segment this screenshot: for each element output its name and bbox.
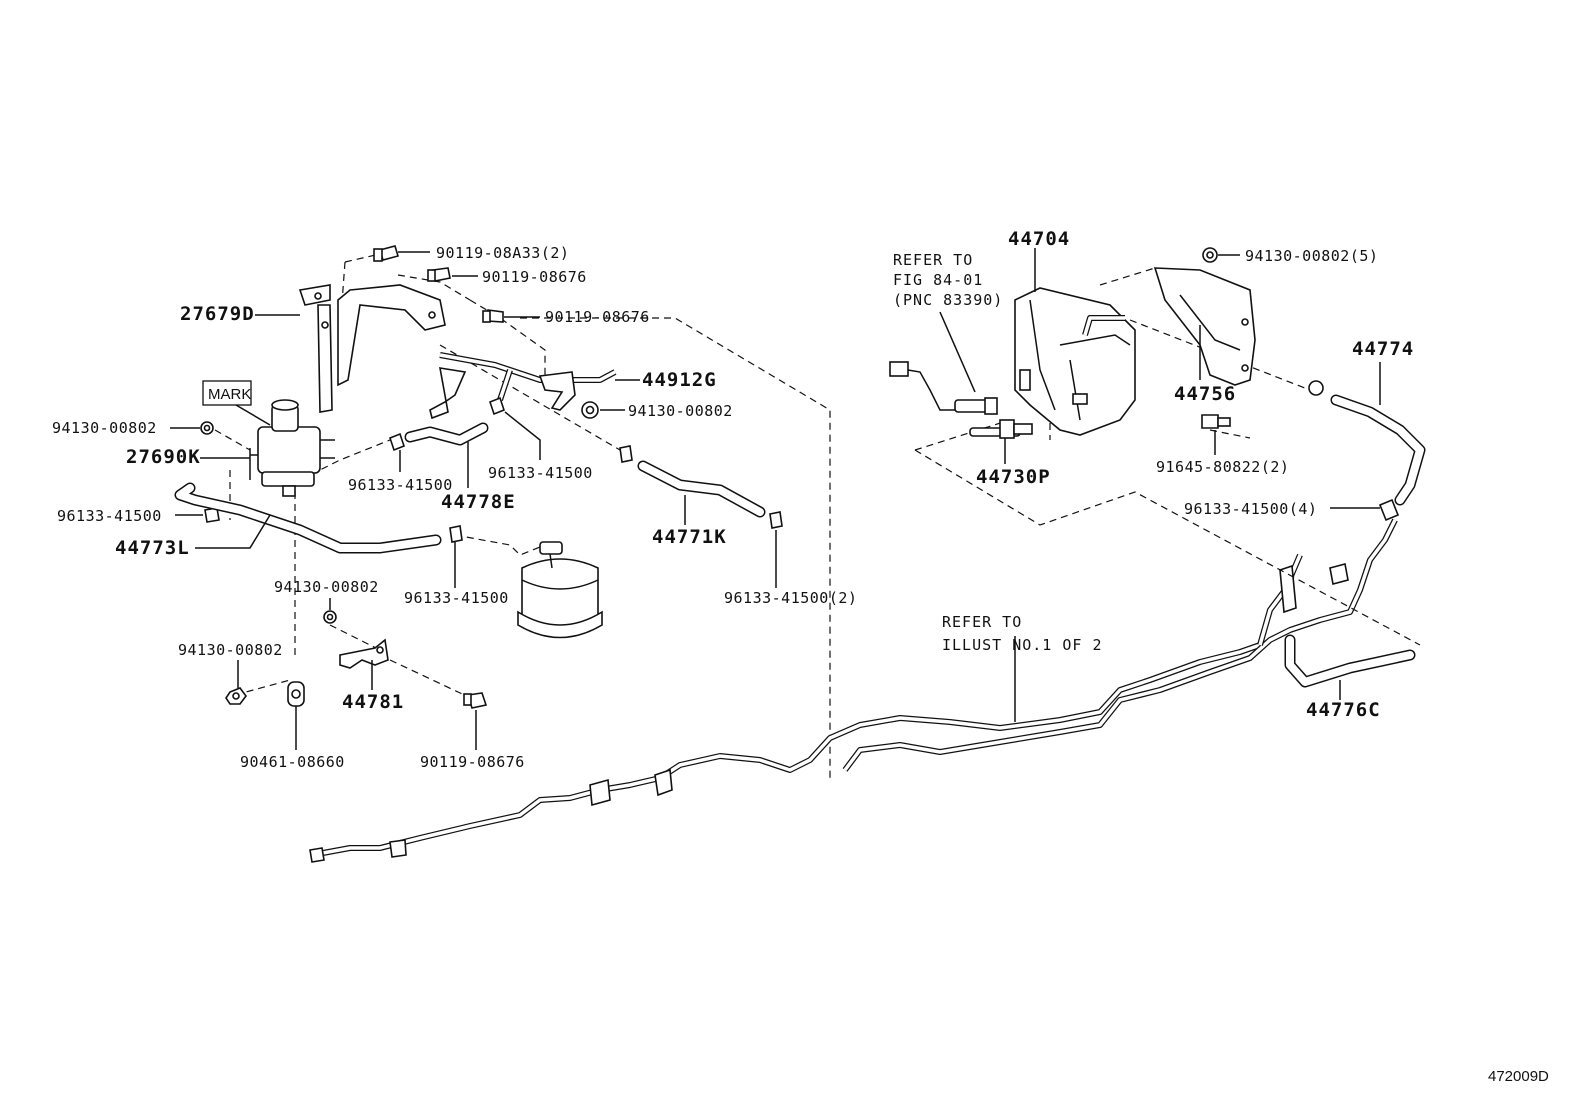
grommet-90461-08660[interactable] [287, 681, 305, 707]
figure-id: 472009D [1488, 1068, 1549, 1085]
bracket-27679d[interactable] [298, 284, 333, 413]
label-96133-41500-a: 96133-41500 [348, 476, 453, 494]
label-90461-08660: 90461-08660 [240, 753, 345, 771]
nut-94130-00802-c[interactable] [323, 610, 337, 624]
label-44771k: 44771K [652, 526, 727, 548]
label-refer-fig-1: REFER TO [893, 251, 973, 269]
pipe-bracket-44912g[interactable] [429, 352, 617, 420]
clip-96133-41500-a[interactable] [389, 432, 405, 452]
clip-96133-41500-b[interactable] [489, 396, 505, 416]
label-44774: 44774 [1352, 338, 1414, 360]
nut-94130-00802-5[interactable] [1202, 247, 1218, 263]
fuel-vapor-pipes[interactable] [309, 518, 1398, 863]
bolt-90119-08676-b[interactable] [482, 309, 504, 323]
leader-lines [170, 248, 1381, 750]
label-94130-00802-5: 94130-00802(5) [1245, 247, 1378, 265]
label-94130-00802-a: 94130-00802 [628, 402, 733, 420]
clip-96133-41500-f[interactable] [769, 511, 783, 529]
hose-44778e[interactable] [404, 422, 489, 446]
nut-94130-00802-b[interactable] [200, 421, 214, 435]
hose-44771k[interactable] [637, 460, 766, 518]
hose-44773l[interactable] [174, 482, 442, 554]
label-96133-41500-2: 96133-41500(2) [724, 589, 857, 607]
label-44756: 44756 [1174, 383, 1236, 405]
bracket-44781[interactable] [339, 638, 389, 669]
label-44912g: 44912G [642, 369, 717, 391]
bracket-upper[interactable] [337, 284, 446, 387]
vapor-tank-44704[interactable] [1014, 287, 1136, 436]
label-27690k: 27690K [126, 446, 201, 468]
label-96133-41500-b: 96133-41500 [488, 464, 593, 482]
label-refer-fig-2: FIG 84-01 [893, 271, 983, 289]
clip-96133-41500-e[interactable] [619, 445, 633, 463]
label-44730p: 44730P [976, 466, 1051, 488]
label-94130-00802-b: 94130-00802 [52, 419, 157, 437]
label-96133-41500-d: 96133-41500 [404, 589, 509, 607]
label-44781: 44781 [342, 691, 404, 713]
bolt-90119-08676-c[interactable] [463, 692, 488, 709]
label-96133-41500-c: 96133-41500 [57, 507, 162, 525]
label-refer-illust-2: ILLUST NO.1 OF 2 [942, 636, 1103, 654]
bolt-90119-08a33[interactable] [373, 245, 400, 262]
bolt-90119-08676-a[interactable] [427, 267, 451, 282]
label-96133-41500-4: 96133-41500(4) [1184, 500, 1317, 518]
label-mark: MARK [208, 386, 251, 403]
part-labels: 90119-08A33(2) 90119-08676 90119-08676 2… [52, 228, 1549, 1085]
mark-box [202, 380, 252, 406]
nut-94130-00802-d[interactable] [225, 687, 247, 705]
hose-44776c[interactable] [1284, 634, 1416, 688]
label-91645-80822-2: 91645-80822(2) [1156, 458, 1289, 476]
label-44776c: 44776C [1306, 699, 1381, 721]
hose-44774[interactable] [1308, 380, 1426, 506]
label-44773l: 44773L [115, 537, 190, 559]
nut-94130-00802-a[interactable] [581, 401, 599, 419]
right-group-boundary [914, 267, 1421, 646]
connector-harness[interactable] [889, 361, 998, 415]
label-27679d: 27679D [180, 303, 255, 325]
label-refer-fig-3: (PNC 83390) [893, 291, 1003, 309]
label-90119-08a33: 90119-08A33(2) [436, 244, 569, 262]
charcoal-canister[interactable] [517, 541, 603, 639]
clip-96133-41500-d[interactable] [449, 525, 463, 543]
clip-96133-41500-4[interactable] [1378, 498, 1400, 522]
label-90119-08676-a: 90119-08676 [482, 268, 587, 286]
bolt-91645-80822[interactable] [1201, 414, 1231, 429]
label-refer-illust-1: REFER TO [942, 613, 1022, 631]
vsv-valve-27690k[interactable] [249, 399, 335, 497]
label-44704: 44704 [1008, 228, 1070, 250]
label-94130-00802-d: 94130-00802 [178, 641, 283, 659]
label-90119-08676-b: 90119-08676 [545, 308, 650, 326]
bracket-44756[interactable] [1153, 267, 1256, 386]
label-44778e: 44778E [441, 491, 516, 513]
left-group-boundary [214, 253, 831, 780]
label-90119-08676-c: 90119-08676 [420, 753, 525, 771]
label-94130-00802-c: 94130-00802 [274, 578, 379, 596]
sensor-44730p[interactable] [969, 419, 1033, 439]
